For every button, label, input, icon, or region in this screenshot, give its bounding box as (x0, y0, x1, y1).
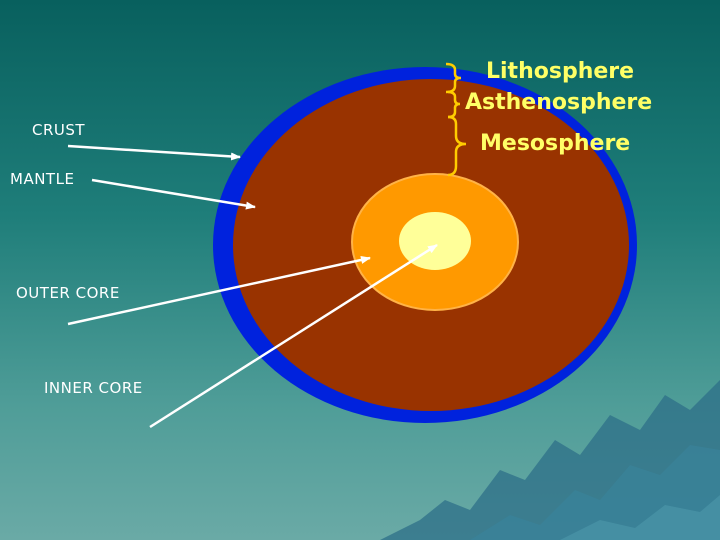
mountain-decoration (380, 380, 720, 540)
lithosphere-label: Lithosphere (486, 59, 635, 84)
layer-braces (445, 62, 467, 177)
asthenosphere-brace (447, 90, 461, 119)
mesosphere-label: Mesosphere (480, 131, 631, 156)
inner-core-layer (399, 212, 471, 270)
outer-core-arrow (67, 256, 371, 326)
mantle-arrow (91, 178, 256, 210)
asthenosphere-label: Asthenosphere (465, 90, 653, 115)
crust-label: CRUST (32, 121, 86, 139)
outer-core-label: OUTER CORE (16, 284, 120, 302)
mesosphere-brace (447, 115, 467, 177)
crust-arrow (67, 144, 241, 161)
mantle-label: MANTLE (10, 170, 75, 188)
lithosphere-brace (445, 62, 462, 94)
inner-core-label: INNER CORE (44, 379, 143, 397)
inner-core-arrow (149, 243, 438, 429)
